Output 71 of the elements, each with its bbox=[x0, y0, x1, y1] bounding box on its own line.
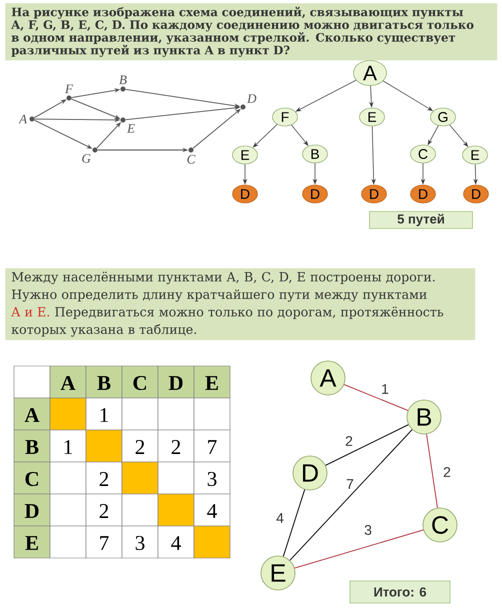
tree-node: F bbox=[272, 108, 298, 126]
tree-node: E bbox=[232, 146, 258, 164]
table-cell: 2 bbox=[86, 494, 122, 526]
tree-node: A bbox=[353, 60, 387, 86]
header-cell: E bbox=[194, 366, 230, 398]
table-cell: 7 bbox=[194, 430, 230, 462]
graph-node: C bbox=[422, 508, 458, 542]
graph-point: D bbox=[240, 94, 256, 110]
header-cell: B bbox=[14, 430, 50, 462]
table-cell: 4 bbox=[158, 526, 194, 558]
graph-point: F bbox=[64, 84, 74, 100]
node-label: E bbox=[126, 124, 135, 133]
connector-line bbox=[325, 424, 409, 466]
tree-node: C bbox=[410, 144, 436, 164]
header-cell: C bbox=[122, 366, 158, 398]
header-cell: A bbox=[14, 398, 50, 430]
graph-point: C bbox=[187, 148, 196, 164]
table-cell: 2 bbox=[158, 430, 194, 462]
tree-node: D bbox=[463, 184, 489, 204]
node-label: D bbox=[246, 94, 256, 103]
result-box: 5 путей bbox=[369, 211, 473, 229]
connector-line bbox=[344, 384, 408, 411]
graph-point: E bbox=[120, 118, 135, 133]
table-cell: 2 bbox=[122, 430, 158, 462]
graph-point: B bbox=[119, 76, 127, 92]
table-cell: 1 bbox=[86, 398, 122, 430]
connector-line bbox=[282, 489, 306, 557]
node-label: A bbox=[18, 114, 28, 124]
edge-label: 3 bbox=[363, 524, 373, 536]
header-cell: D bbox=[158, 366, 194, 398]
header-cell: D bbox=[14, 494, 50, 526]
arrow bbox=[291, 124, 308, 146]
edge-label: 2 bbox=[344, 435, 354, 447]
tree-node: E bbox=[462, 146, 488, 164]
text-panel: Между населёнными пунктами A, B, C, D, E построены дороги. Нужно определить длину кратчайшего пути между пунктами A и E. Передвигаться можно только по дорогам, протяжённость которых указана в таблице. bbox=[5, 268, 476, 340]
edge-label: 2 bbox=[442, 466, 452, 478]
table-cell: 7 bbox=[86, 526, 122, 558]
connector-line bbox=[294, 530, 424, 568]
tree-node: B bbox=[302, 144, 328, 164]
connector-line bbox=[426, 434, 438, 508]
header-cell: E bbox=[14, 526, 50, 558]
graph-point: A bbox=[18, 114, 34, 124]
node-label: B bbox=[119, 76, 127, 84]
edge-label: 1 bbox=[380, 383, 390, 395]
graph-node: D bbox=[292, 456, 328, 490]
graph-node: B bbox=[406, 400, 442, 434]
table-cell: 3 bbox=[122, 526, 158, 558]
result-box: Итого: 6 bbox=[350, 580, 450, 604]
node-label: C bbox=[187, 154, 196, 164]
header-cell: A bbox=[50, 366, 86, 398]
edge-label: 7 bbox=[345, 478, 355, 490]
table-cell: 3 bbox=[194, 462, 230, 494]
connector-line bbox=[289, 429, 413, 561]
tree-node: E bbox=[359, 108, 385, 126]
header-cell: B bbox=[86, 366, 122, 398]
graph-point: G bbox=[82, 148, 98, 163]
node-label: G bbox=[82, 154, 91, 163]
table-cell: 4 bbox=[194, 494, 230, 526]
text-panel: На рисунке изображена схема соединений, связывающих пункты A, F, G, B, E, C, D. По каждому соединению можно двигаться только в одном направлении, указанном стрелкой. Сколько существует различных путей из пункта A в пункт D? bbox=[5, 3, 498, 60]
tree-node: D bbox=[410, 184, 436, 204]
tree-node: D bbox=[361, 184, 387, 204]
graph-node: E bbox=[260, 556, 296, 590]
table-cell: 1 bbox=[50, 430, 86, 462]
tree-node: D bbox=[302, 184, 328, 204]
tree-node: D bbox=[232, 184, 258, 204]
tree-node: G bbox=[430, 108, 456, 126]
graph-node: A bbox=[310, 360, 346, 396]
table-cell: 2 bbox=[86, 462, 122, 494]
header-cell: C bbox=[14, 462, 50, 494]
edge-label: 4 bbox=[275, 512, 285, 524]
node-label: F bbox=[64, 84, 74, 94]
